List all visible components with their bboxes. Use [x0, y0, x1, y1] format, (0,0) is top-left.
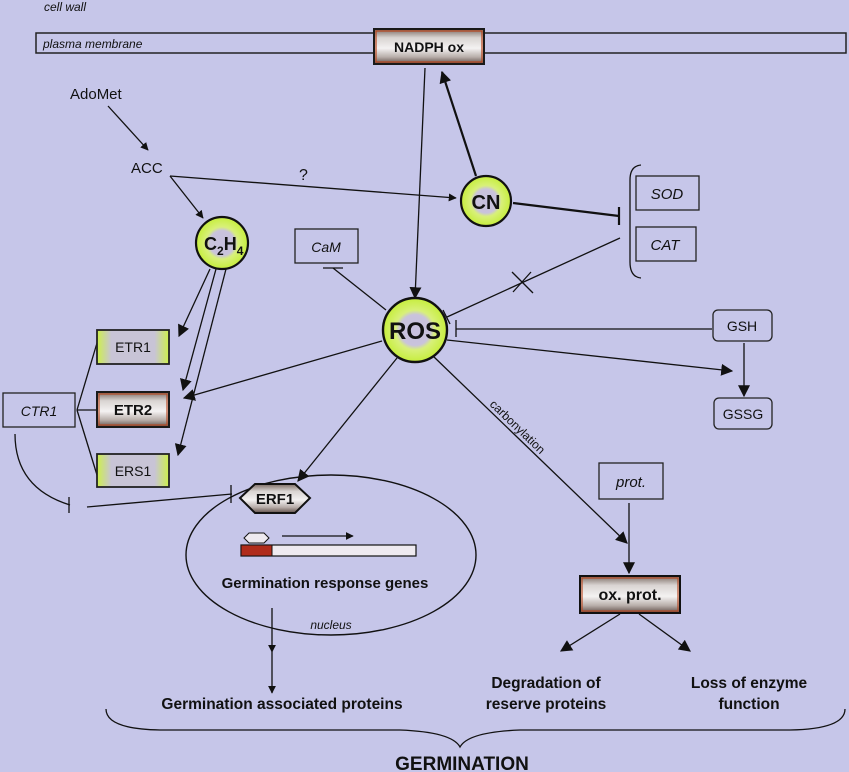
ox-prot-label: ox. prot.: [598, 587, 661, 604]
cross-mark: [511, 271, 534, 294]
oxprot-to-enzyme-loss-arrow: [638, 613, 691, 652]
gsh-box: [712, 309, 773, 342]
c-symbol: C: [204, 234, 217, 254]
subscript-4: 4: [237, 244, 244, 258]
inhibits-erf1-line: [86, 493, 233, 508]
nucleus-label: nucleus: [310, 618, 351, 632]
ctr1-etr1-link: [76, 342, 98, 411]
gsh-label: GSH: [727, 318, 757, 334]
sod-box: [635, 175, 700, 211]
enzyme-loss-line2: function: [718, 696, 779, 713]
degradation-line1: Degradation of: [491, 675, 601, 692]
acc-label: ACC: [131, 160, 163, 177]
cn-label: CN: [472, 192, 501, 214]
c2h4-to-ers1-arrow: [174, 268, 227, 457]
cell-wall-label: cell wall: [44, 0, 86, 14]
ros-to-gssg-arrow: [446, 339, 734, 376]
adomet-to-acc-arrow: [107, 105, 149, 151]
carbonylation-arrow: [432, 355, 628, 544]
erf1-node: ERF1: [238, 483, 312, 514]
h-symbol: H: [224, 234, 237, 254]
plasma-membrane-label: plasma membrane: [42, 37, 143, 51]
c2h4-to-etr2-arrow: [180, 268, 217, 392]
ros-to-erf1-arrow: [297, 357, 398, 482]
germination-associated-proteins-label: Germination associated proteins: [161, 696, 402, 713]
germination-brace: [105, 708, 846, 749]
degradation-line2: reserve proteins: [486, 696, 607, 713]
cam-ros-inhibition: [332, 267, 387, 311]
ctr1-label: CTR1: [21, 403, 58, 419]
ethylene-formula: C2H4: [204, 234, 244, 258]
ers1-label: ERS1: [115, 463, 152, 479]
ethylene-node: C2H4: [194, 215, 250, 271]
etr2-label: ETR2: [114, 402, 152, 419]
oxprot-to-degradation-arrow: [559, 613, 621, 652]
nadph-to-ros-arrow: [409, 67, 426, 300]
nadph-oxidase-node: NADPH ox: [373, 28, 485, 65]
cn-inhibits-sod-cat: [512, 201, 620, 218]
ctr1-inhibition-curve: [14, 433, 71, 506]
ros-to-etr2-arrow: [182, 340, 383, 401]
etr2-receptor: ETR2: [96, 391, 170, 428]
prot-box: [598, 462, 664, 500]
erf1-label: ERF1: [256, 491, 294, 508]
ctr1-ers1-link: [76, 409, 98, 476]
carbonylation-label: carbonylation: [487, 397, 548, 457]
sod-cat-bracket: [629, 164, 642, 279]
cross-mark: [512, 271, 532, 293]
etr1-label: ETR1: [115, 339, 151, 355]
ers1-receptor: ERS1: [96, 453, 170, 488]
nucleus-ellipse: [185, 474, 477, 636]
prot-label: prot.: [615, 474, 646, 491]
gene-promoter: [240, 544, 273, 557]
ctr1-box: [2, 392, 76, 428]
inhibition-bar: [442, 309, 451, 325]
ros-node: ROS: [381, 296, 449, 364]
nadph-ox-label: NADPH ox: [394, 39, 464, 55]
cn-to-nadph-arrow: [439, 70, 478, 177]
sod-label: SOD: [651, 186, 684, 203]
adomet-label: AdoMet: [70, 86, 123, 103]
cam-label: CaM: [311, 239, 341, 255]
cat-box: [635, 226, 697, 262]
sod-cat-inhibits-ros: [446, 237, 621, 318]
enzyme-loss-line1: Loss of enzyme: [691, 675, 808, 692]
acc-to-c2h4-arrow: [169, 175, 204, 219]
gssg-box: [713, 397, 773, 430]
acc-to-cn-arrow: [169, 175, 457, 202]
cam-box: [294, 228, 359, 264]
oxidized-protein-node: ox. prot.: [579, 575, 681, 614]
germination-label: GERMINATION: [395, 754, 529, 772]
c2h4-to-etr1-arrow: [178, 268, 211, 338]
germination-response-genes-label: Germination response genes: [222, 575, 429, 592]
ros-label: ROS: [389, 318, 441, 345]
gssg-label: GSSG: [723, 406, 763, 422]
bound-erf1-icon: [243, 532, 270, 544]
etr1-receptor: ETR1: [96, 329, 170, 365]
cat-label: CAT: [651, 237, 682, 254]
cn-node: CN: [459, 174, 513, 228]
question-mark-label: ?: [299, 167, 308, 184]
subscript-2: 2: [217, 244, 224, 258]
